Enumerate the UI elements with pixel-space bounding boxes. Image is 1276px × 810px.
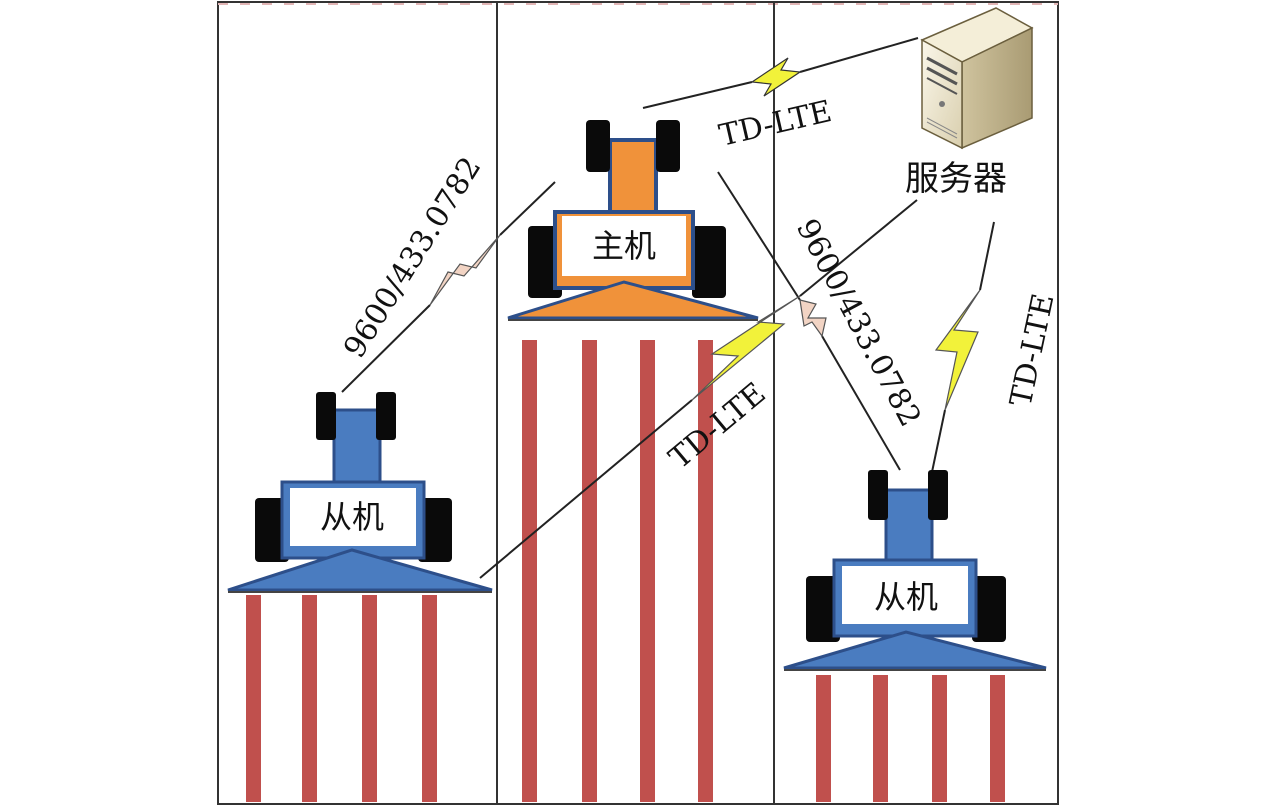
slave-label-box [290, 488, 416, 546]
crop-rows-center [522, 340, 713, 802]
slave-implement [227, 548, 493, 592]
wheel [656, 120, 680, 172]
field-frame [217, 1, 1059, 805]
master-label-box [562, 216, 686, 276]
slave-tractor-left: 从机 [227, 392, 493, 593]
wheel [376, 392, 396, 440]
wheel [586, 120, 610, 172]
slave-tractor-right: 从机 [783, 470, 1047, 671]
slave-implement [783, 630, 1047, 670]
radio-bolt-master-left [429, 234, 501, 306]
slave-left-label: 从机 [320, 498, 384, 536]
master-cabin [608, 138, 658, 218]
crop-rows-right [816, 675, 1005, 802]
wheel [928, 470, 948, 520]
wheel [316, 392, 336, 440]
lte-bolt-master-server [750, 57, 802, 97]
lte-bolt-server-right [934, 289, 981, 411]
master-implement [507, 280, 759, 320]
slave-label-box [842, 566, 968, 624]
wheel [418, 498, 452, 562]
server-label: 服务器 [905, 159, 1007, 199]
lte-bolt-server-left [691, 295, 801, 401]
server-tower-icon [920, 7, 1034, 150]
slave-right-label: 从机 [874, 578, 938, 616]
slave-cabin [884, 488, 934, 572]
link-lines [341, 37, 995, 579]
wheel [806, 576, 840, 642]
wheel [972, 576, 1006, 642]
slave-cabin [332, 408, 382, 492]
master-tractor: 主机 [507, 120, 759, 321]
radio-bolt-master-right [799, 299, 827, 338]
crop-rows-left [246, 595, 437, 802]
wheel [868, 470, 888, 520]
wheel [692, 226, 726, 298]
master-label: 主机 [592, 227, 656, 265]
